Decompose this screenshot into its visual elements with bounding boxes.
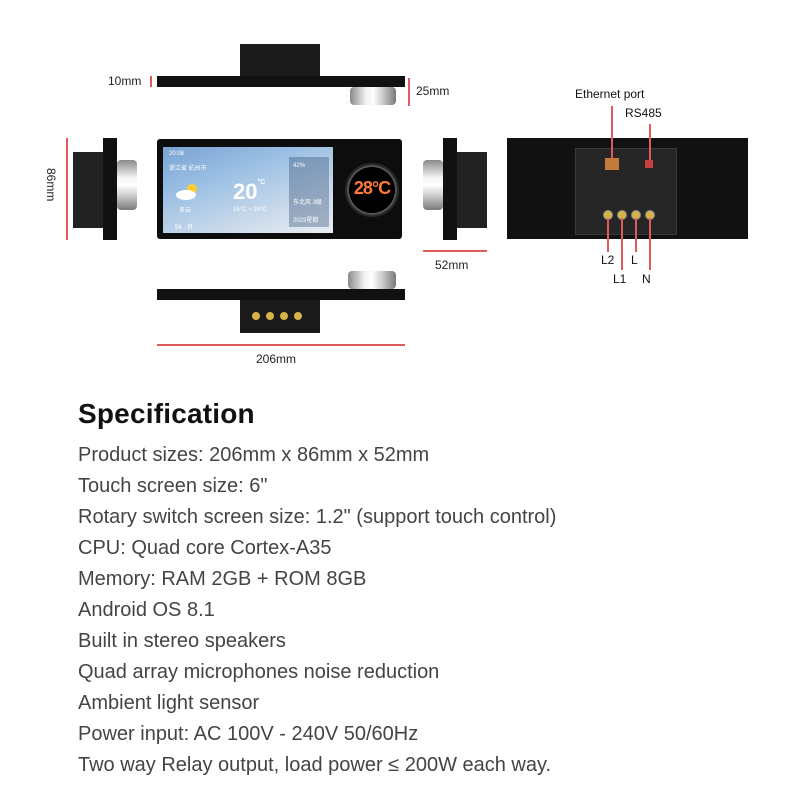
depth-label: 52mm [435, 258, 469, 272]
specification-title: Specification [78, 398, 255, 429]
right-side-panel [443, 138, 457, 240]
bottom-view-knob [348, 271, 396, 289]
spec-item: CPU: Quad core Cortex-A35 [78, 537, 332, 559]
rotary-display: 28°C [353, 178, 391, 198]
top-view-knob [350, 87, 396, 105]
bottom-view-back-box [240, 300, 320, 333]
back-plate [575, 148, 677, 235]
spec-item: Android OS 8.1 [78, 599, 215, 621]
knob-depth-label: 25mm [416, 84, 450, 98]
height-dimension-line [66, 138, 68, 240]
terminal-label-l2: L2 [601, 253, 615, 267]
screen-aqi: 56 · 良 [175, 225, 194, 231]
terminal-label-l1: L1 [613, 272, 627, 286]
spec-item: Touch screen size: 6" [78, 475, 268, 497]
screen-location: 浙江省 杭州市 [169, 166, 207, 172]
left-side-panel [103, 138, 117, 240]
width-label: 206mm [256, 352, 297, 366]
back-view-panel [507, 138, 748, 239]
top-view-back-box [240, 44, 320, 76]
spec-item: Product sizes: 206mm x 86mm x 52mm [78, 444, 430, 466]
thickness-label: 10mm [108, 74, 142, 88]
spec-item: Power input: AC 100V - 240V 50/60Hz [78, 723, 419, 745]
rs485-label: RS485 [625, 106, 662, 120]
right-side-knob [423, 160, 443, 210]
screen-date: 2023星期 [293, 218, 319, 224]
screen-humidity: 42% [293, 163, 306, 169]
screen-temperature: 20°C [233, 179, 266, 204]
spec-item: Ambient light sensor [78, 692, 260, 714]
rotary-switch: 28°C [345, 163, 399, 217]
terminal-label-n: N [642, 272, 651, 286]
spec-item: Quad array microphones noise reduction [78, 661, 440, 683]
knob-depth-dimension-line [408, 78, 410, 106]
screen-time: 20:08 [169, 151, 185, 157]
ethernet-port-label: Ethernet port [575, 87, 645, 101]
touch-screen: 20:08 浙江省 杭州市 多云 56 · 良 20°C 15°C ~ 24°C… [163, 147, 333, 233]
height-label: 86mm [44, 168, 58, 202]
spec-item: Built in stereo speakers [78, 630, 286, 652]
ethernet-port-icon [605, 158, 619, 170]
bottom-view-panel [157, 289, 405, 300]
cloud-sun-icon [175, 183, 201, 201]
terminal-label-l: L [631, 253, 638, 267]
ethernet-leader-line [611, 106, 613, 158]
l2-leader-line [607, 218, 609, 252]
rs485-port-icon [645, 160, 653, 168]
pin-connector [252, 312, 304, 322]
n-leader-line [649, 218, 651, 270]
left-side-knob [117, 160, 137, 210]
depth-dimension-line [423, 250, 487, 252]
thickness-dimension-line [150, 76, 152, 87]
screen-info-panel: 42% 东北风 3级 2023星期 [289, 157, 329, 227]
screen-weather: 多云 [179, 208, 192, 214]
front-view-panel: 20:08 浙江省 杭州市 多云 56 · 良 20°C 15°C ~ 24°C… [157, 139, 402, 239]
width-dimension-line [157, 344, 405, 346]
specification-list: Product sizes: 206mm x 86mm x 52mm Touch… [78, 440, 556, 781]
left-side-back-box [73, 152, 103, 228]
spec-item: Rotary switch screen size: 1.2" (support… [78, 506, 557, 528]
l1-leader-line [621, 218, 623, 270]
spec-item: Two way Relay output, load power ≤ 200W … [78, 754, 552, 776]
top-view-panel [157, 76, 405, 87]
l-leader-line [635, 218, 637, 252]
screen-wind: 东北风 3级 [293, 200, 323, 206]
rs485-leader-line [649, 124, 651, 160]
spec-item: Memory: RAM 2GB + ROM 8GB [78, 568, 367, 590]
screen-temp-range: 15°C ~ 24°C [233, 207, 267, 213]
right-side-back-box [457, 152, 487, 228]
